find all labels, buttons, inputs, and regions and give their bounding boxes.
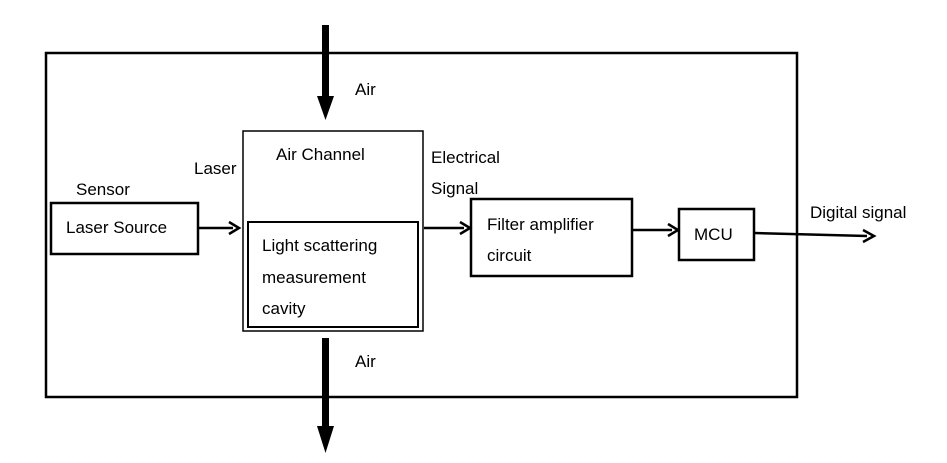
air-outlet-label: Air — [355, 352, 376, 371]
cavity-label-line1: Light scattering — [262, 236, 377, 255]
air-inlet-arrow — [317, 25, 334, 120]
electrical-signal-label-line2: Signal — [431, 179, 478, 198]
mcu-label: MCU — [694, 225, 733, 244]
electrical-signal-label-line1: Electrical — [431, 148, 500, 167]
air-channel-label: Air Channel — [276, 145, 365, 164]
laser-source-label: Laser Source — [66, 218, 167, 237]
sensor-enclosure — [44, 51, 799, 399]
laser-arrow — [198, 220, 242, 236]
digital-signal-arrow — [753, 228, 877, 244]
scattering-cavity-block — [247, 221, 419, 328]
filter-label-line2: circuit — [487, 246, 532, 265]
filter-label-line1: Filter amplifier — [487, 215, 594, 234]
filter-to-mcu-arrow — [632, 222, 681, 238]
digital-signal-label: Digital signal — [810, 203, 906, 222]
mcu-block — [677, 207, 756, 262]
cavity-label-line3: cavity — [262, 299, 306, 318]
air-outlet-arrow — [317, 338, 334, 453]
air-inlet-label: Air — [355, 80, 376, 99]
laser-label: Laser — [194, 159, 237, 178]
filter-amplifier-block — [469, 197, 634, 278]
electrical-signal-arrow — [424, 220, 473, 236]
sensor-label: Sensor — [76, 180, 130, 199]
cavity-label-line2: measurement — [262, 268, 366, 287]
air-channel-block — [242, 130, 424, 332]
